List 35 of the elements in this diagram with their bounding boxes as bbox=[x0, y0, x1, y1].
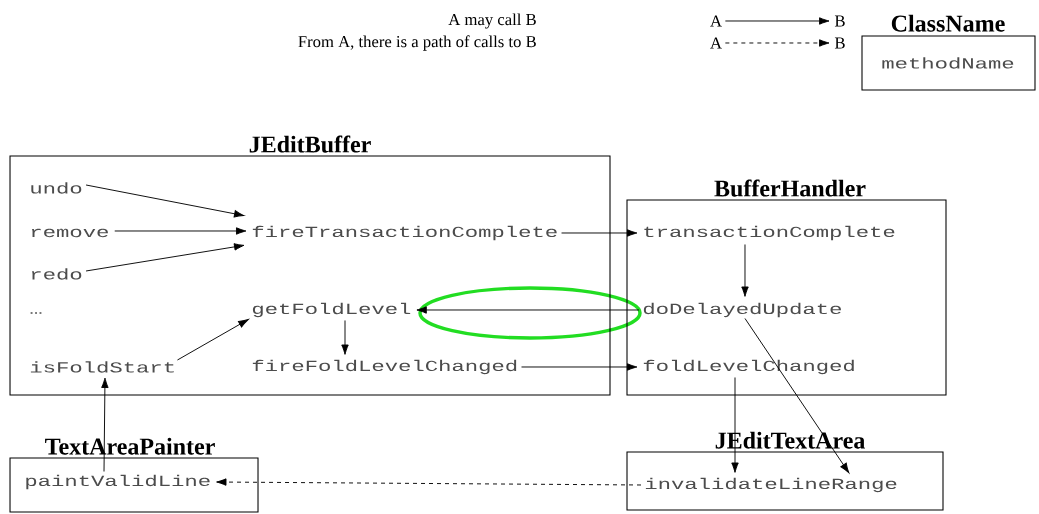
method-name: doDelayedUpdate bbox=[643, 302, 841, 318]
legend-symbol: B bbox=[834, 37, 845, 49]
arrow bbox=[85, 184, 245, 218]
legend-symbol: A bbox=[710, 37, 722, 49]
method-name: fireFoldLevelChanged bbox=[252, 359, 517, 375]
method-name: transactionComplete bbox=[644, 225, 895, 241]
method-name: redo bbox=[32, 268, 82, 280]
arrow bbox=[561, 229, 638, 237]
method-name: paintValidLine bbox=[26, 474, 210, 490]
method-name: getFoldLevel bbox=[252, 302, 411, 318]
method-name: undo bbox=[31, 182, 82, 194]
node-label: BufferHandler bbox=[714, 179, 866, 197]
arrow bbox=[85, 243, 245, 272]
method-name: invalidateLineRange bbox=[645, 477, 897, 493]
arrow bbox=[176, 319, 249, 361]
arrow bbox=[216, 478, 642, 486]
arrow bbox=[724, 39, 830, 47]
method-name: methodName bbox=[882, 57, 1014, 69]
arrow bbox=[731, 377, 739, 473]
method-name: remove bbox=[32, 228, 108, 238]
legend-text: A may call B bbox=[448, 13, 536, 29]
arrow bbox=[101, 377, 109, 472]
node-label: ClassName bbox=[891, 14, 1005, 32]
method-name: … bbox=[30, 312, 42, 314]
legend-symbol: A bbox=[710, 15, 722, 27]
node-label: JEditBuffer bbox=[249, 135, 371, 153]
legend-symbol: B bbox=[834, 15, 845, 27]
arrow bbox=[741, 244, 749, 297]
legend-text: From A, there is a path of calls to B bbox=[298, 35, 536, 51]
method-name: fireTransactionComplete bbox=[252, 225, 557, 241]
arrow bbox=[114, 227, 247, 235]
arrow bbox=[521, 363, 638, 371]
arrow bbox=[341, 320, 349, 355]
method-name: isFoldStart bbox=[30, 361, 174, 373]
arrow bbox=[724, 17, 830, 25]
